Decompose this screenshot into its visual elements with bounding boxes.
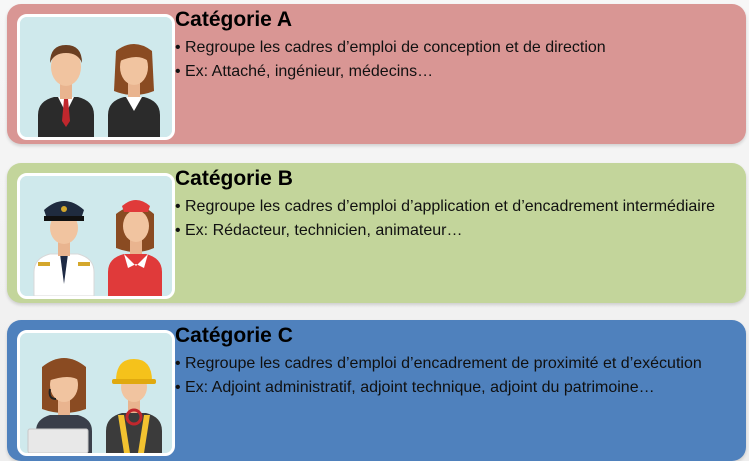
category-c-card: Catégorie C Regroupe les cadres d’emploi… [7,320,746,461]
receptionist-and-worker-icon [20,333,172,453]
category-b-bullet-1: Regroupe les cadres d’emploi d’applicati… [175,197,736,217]
pilot-and-stewardess-icon [20,176,172,296]
category-a-card: Catégorie A Regroupe les cadres d’emploi… [7,4,746,144]
category-b-title: Catégorie B [175,167,293,190]
manager-icon [20,17,172,137]
manager-illustration [17,14,175,140]
category-a-title: Catégorie A [175,8,293,31]
category-c-bullet-1: Regroupe les cadres d’emploi d’encadreme… [175,354,736,374]
category-a-bullets: Regroupe les cadres d’emploi de concepti… [175,38,736,82]
category-a-bullet-2: Ex: Attaché, ingénieur, médecins… [175,62,736,82]
category-b-content: Catégorie B Regroupe les cadres d’emploi… [175,167,736,245]
category-a-bullet-1: Regroupe les cadres d’emploi de concepti… [175,38,736,58]
category-b-bullets: Regroupe les cadres d’emploi d’applicati… [175,197,736,241]
category-b-card: Catégorie B Regroupe les cadres d’emploi… [7,163,746,303]
category-a-content: Catégorie A Regroupe les cadres d’emploi… [175,8,736,86]
worker-illustration [17,330,175,456]
pilot-illustration [17,173,175,299]
category-b-bullet-2: Ex: Rédacteur, technicien, animateur… [175,221,736,241]
category-c-content: Catégorie C Regroupe les cadres d’emploi… [175,324,736,402]
category-c-bullet-2: Ex: Adjoint administratif, adjoint techn… [175,378,736,398]
category-c-title: Catégorie C [175,324,293,347]
category-c-bullets: Regroupe les cadres d’emploi d’encadreme… [175,354,736,398]
